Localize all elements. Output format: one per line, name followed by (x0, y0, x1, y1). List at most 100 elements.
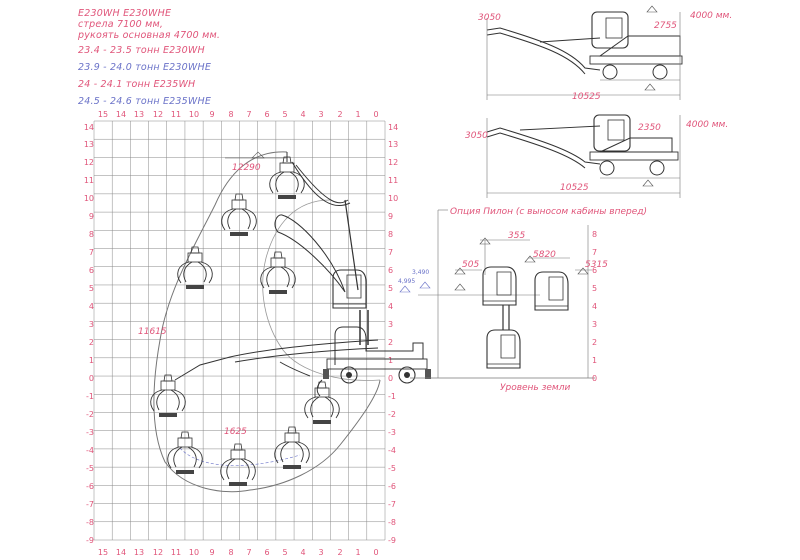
left-axis-tick: 14 (84, 123, 94, 132)
grab-icon (150, 374, 186, 418)
left-axis-tick: 13 (84, 140, 94, 149)
pylon-scale-tick: 0 (592, 374, 597, 383)
left-axis-tick: 4 (89, 302, 94, 311)
side-view-middle (486, 114, 681, 198)
pylon-dim-2: 505 (462, 260, 479, 270)
bottom-axis-tick: 0 (373, 548, 378, 557)
pylon-dim-1: 355 (508, 231, 525, 241)
top-axis-tick: 3 (318, 110, 323, 119)
bottom-axis-tick: 2 (337, 548, 342, 557)
top-height-dim: 2755 (654, 21, 677, 31)
top-axis-tick: 11 (171, 110, 181, 119)
pylon-dim-3: 5820 (533, 250, 556, 260)
grab-icon (274, 426, 310, 470)
pylon-option-title: Опция Пилон (с выносом кабины вперед) (450, 207, 647, 217)
weight-e230wh: 23.4 - 23.5 тонн E230WH (78, 45, 205, 56)
bottom-axis-tick: 3 (318, 548, 323, 557)
left-axis-tick: -6 (86, 482, 94, 491)
right-axis-tick: 2 (388, 338, 393, 347)
left-axis-tick: 2 (89, 338, 94, 347)
top-axis-tick: 15 (98, 110, 108, 119)
left-axis-tick: 0 (89, 374, 94, 383)
mid-tail-dim: 4000 мм. (686, 120, 728, 130)
reach-high-marker (225, 151, 287, 159)
pylon-scale: 8 7 6 5 4 3 2 1 0 (592, 230, 597, 383)
right-axis-tick: -6 (388, 482, 396, 491)
mid-left-dim: 3050 (465, 131, 488, 141)
right-axis-tick: 8 (388, 230, 393, 239)
left-axis-labels: 14 13 12 11 10 9 8 7 6 5 4 3 2 1 0 -1 -2… (84, 123, 94, 545)
reach-high-value: 12290 (232, 163, 261, 173)
pylon-scale-tick: 6 (592, 266, 597, 275)
left-axis-tick: -2 (86, 410, 94, 419)
pylon-column (359, 310, 369, 345)
left-axis-tick: 5 (89, 284, 94, 293)
bottom-axis-tick: 1 (355, 548, 360, 557)
mid-height-dim: 2350 (638, 123, 661, 133)
left-axis-tick: -3 (86, 428, 94, 437)
top-axis-tick: 14 (116, 110, 126, 119)
arm-length-label: рукоять основная 4700 мм. (78, 30, 221, 41)
right-axis-tick: 1 (388, 356, 393, 365)
depth-value: 1625 (224, 427, 247, 437)
right-axis-tick: -2 (388, 410, 396, 419)
pylon-dim-4: 5315 (585, 260, 608, 270)
pylon-scale-tick: 2 (592, 338, 597, 347)
bottom-axis-tick: 12 (153, 548, 163, 557)
ground-cab-icon (486, 329, 521, 369)
bottom-axis-tick: 10 (189, 548, 199, 557)
bottom-axis-tick: 7 (246, 548, 251, 557)
top-axis-tick: 5 (282, 110, 287, 119)
right-axis-tick: -4 (388, 446, 396, 455)
bottom-axis-tick: 14 (116, 548, 126, 557)
bottom-axis-tick: 9 (209, 548, 214, 557)
ground-level-label: Уровень земли (500, 383, 570, 393)
height-marker (419, 281, 431, 289)
left-axis-tick: -5 (86, 464, 94, 473)
left-axis-tick: 1 (89, 356, 94, 365)
grid-lines (93, 120, 386, 541)
side-view-top (486, 5, 683, 100)
pylon-scale-tick: 3 (592, 320, 597, 329)
right-axis-tick: 11 (388, 176, 398, 185)
pylon-scale-tick: 8 (592, 230, 597, 239)
top-axis-tick: 6 (264, 110, 269, 119)
bottom-axis-tick: 11 (171, 548, 181, 557)
pylon-scale-tick: 5 (592, 284, 597, 293)
right-axis-tick: 13 (388, 140, 398, 149)
right-axis-tick: 0 (388, 374, 393, 383)
pylon-scale-tick: 4 (592, 302, 597, 311)
right-axis-tick: 4 (388, 302, 393, 311)
right-axis-tick: -7 (388, 500, 396, 509)
left-axis-tick: -8 (86, 518, 94, 527)
height-marker (399, 285, 411, 293)
top-axis-labels: 15 14 13 12 11 10 9 8 7 6 5 4 3 2 1 0 (98, 110, 379, 119)
top-left-dim: 3050 (478, 13, 501, 23)
top-axis-tick: 0 (373, 110, 378, 119)
grab-icon (304, 381, 340, 425)
top-axis-tick: 1 (355, 110, 360, 119)
left-axis-tick: 8 (89, 230, 94, 239)
top-axis-tick: 12 (153, 110, 163, 119)
top-axis-tick: 13 (134, 110, 144, 119)
bottom-axis-tick: 8 (228, 548, 233, 557)
weight-e235wh: 24 - 24.1 тонн E235WH (78, 79, 196, 90)
bottom-axis-tick: 4 (300, 548, 305, 557)
right-axis-tick: -5 (388, 464, 396, 473)
pylon-cab-icon (482, 266, 517, 306)
pylon-scale-tick: 7 (592, 248, 597, 257)
right-axis-tick: 12 (388, 158, 398, 167)
boom-length-label: стрела 7100 мм, (78, 19, 164, 30)
left-axis-tick: 12 (84, 158, 94, 167)
right-axis-tick: -1 (388, 392, 396, 401)
right-axis-tick: 7 (388, 248, 393, 257)
left-axis-tick: 3 (89, 320, 94, 329)
upper-boom (274, 152, 359, 293)
right-axis-tick: 10 (388, 194, 398, 203)
right-axis-tick: 5 (388, 284, 393, 293)
mid-length-dim: 10525 (560, 183, 589, 193)
right-axis-tick: 6 (388, 266, 393, 275)
top-length-dim: 10525 (572, 92, 601, 102)
grab-icon (269, 156, 305, 200)
